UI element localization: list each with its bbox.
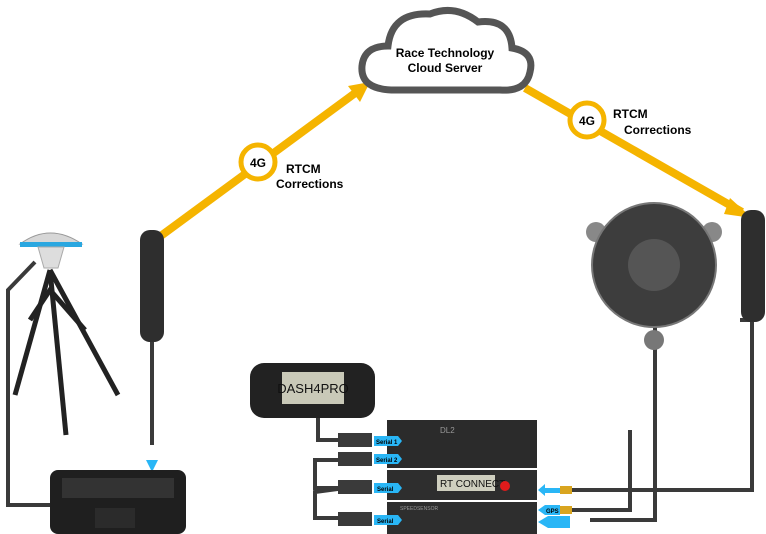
svg-text:RT CONNECT: RT CONNECT (440, 479, 505, 490)
dash4pro-display: DASH4PRO (250, 363, 375, 418)
arrow-icon (146, 460, 158, 472)
cloud-title-line1: Race Technology (396, 46, 495, 60)
rtcm-label-left: RTCM (286, 162, 321, 176)
base-gps-antenna (18, 232, 84, 269)
port-labels: Serial 1 Serial 2 Serial Serial (374, 436, 402, 525)
dl2-logger: DL2 (387, 420, 537, 468)
rover-4g-antenna (741, 210, 765, 322)
rtcm-label-right: RTCM (613, 107, 648, 121)
speed-sensor: SPEEDSENSOR (387, 502, 537, 534)
svg-text:4G: 4G (579, 114, 595, 128)
svg-text:4G: 4G (250, 156, 266, 170)
rt-connect: RT CONNECT (387, 470, 537, 500)
svg-text:Serial: Serial (377, 487, 394, 493)
svg-text:GPS: GPS (546, 509, 559, 515)
serial-connectors (338, 433, 372, 526)
rover-gps-antenna (586, 202, 722, 350)
corrections-label-left: Corrections (276, 177, 344, 191)
svg-text:Serial 1: Serial 1 (376, 440, 398, 446)
svg-text:Serial: Serial (377, 519, 394, 525)
tripod (12, 268, 121, 436)
base-4g-antenna (140, 230, 164, 342)
svg-text:Serial 2: Serial 2 (376, 458, 398, 464)
badge-4g-left: 4G (238, 142, 278, 182)
cloud-title-line2: Cloud Server (408, 61, 483, 75)
base-station-case (50, 470, 186, 534)
dash-screen-text: DASH4PRO (277, 381, 349, 396)
gps-arrows: GPS (538, 484, 572, 528)
svg-text:SPEEDSENSOR: SPEEDSENSOR (400, 506, 438, 512)
corrections-label-right: Corrections (624, 123, 692, 137)
svg-text:DL2: DL2 (440, 426, 455, 435)
cloud-server: Race Technology Cloud Server (358, 6, 535, 94)
badge-4g-right: 4G (567, 100, 607, 140)
